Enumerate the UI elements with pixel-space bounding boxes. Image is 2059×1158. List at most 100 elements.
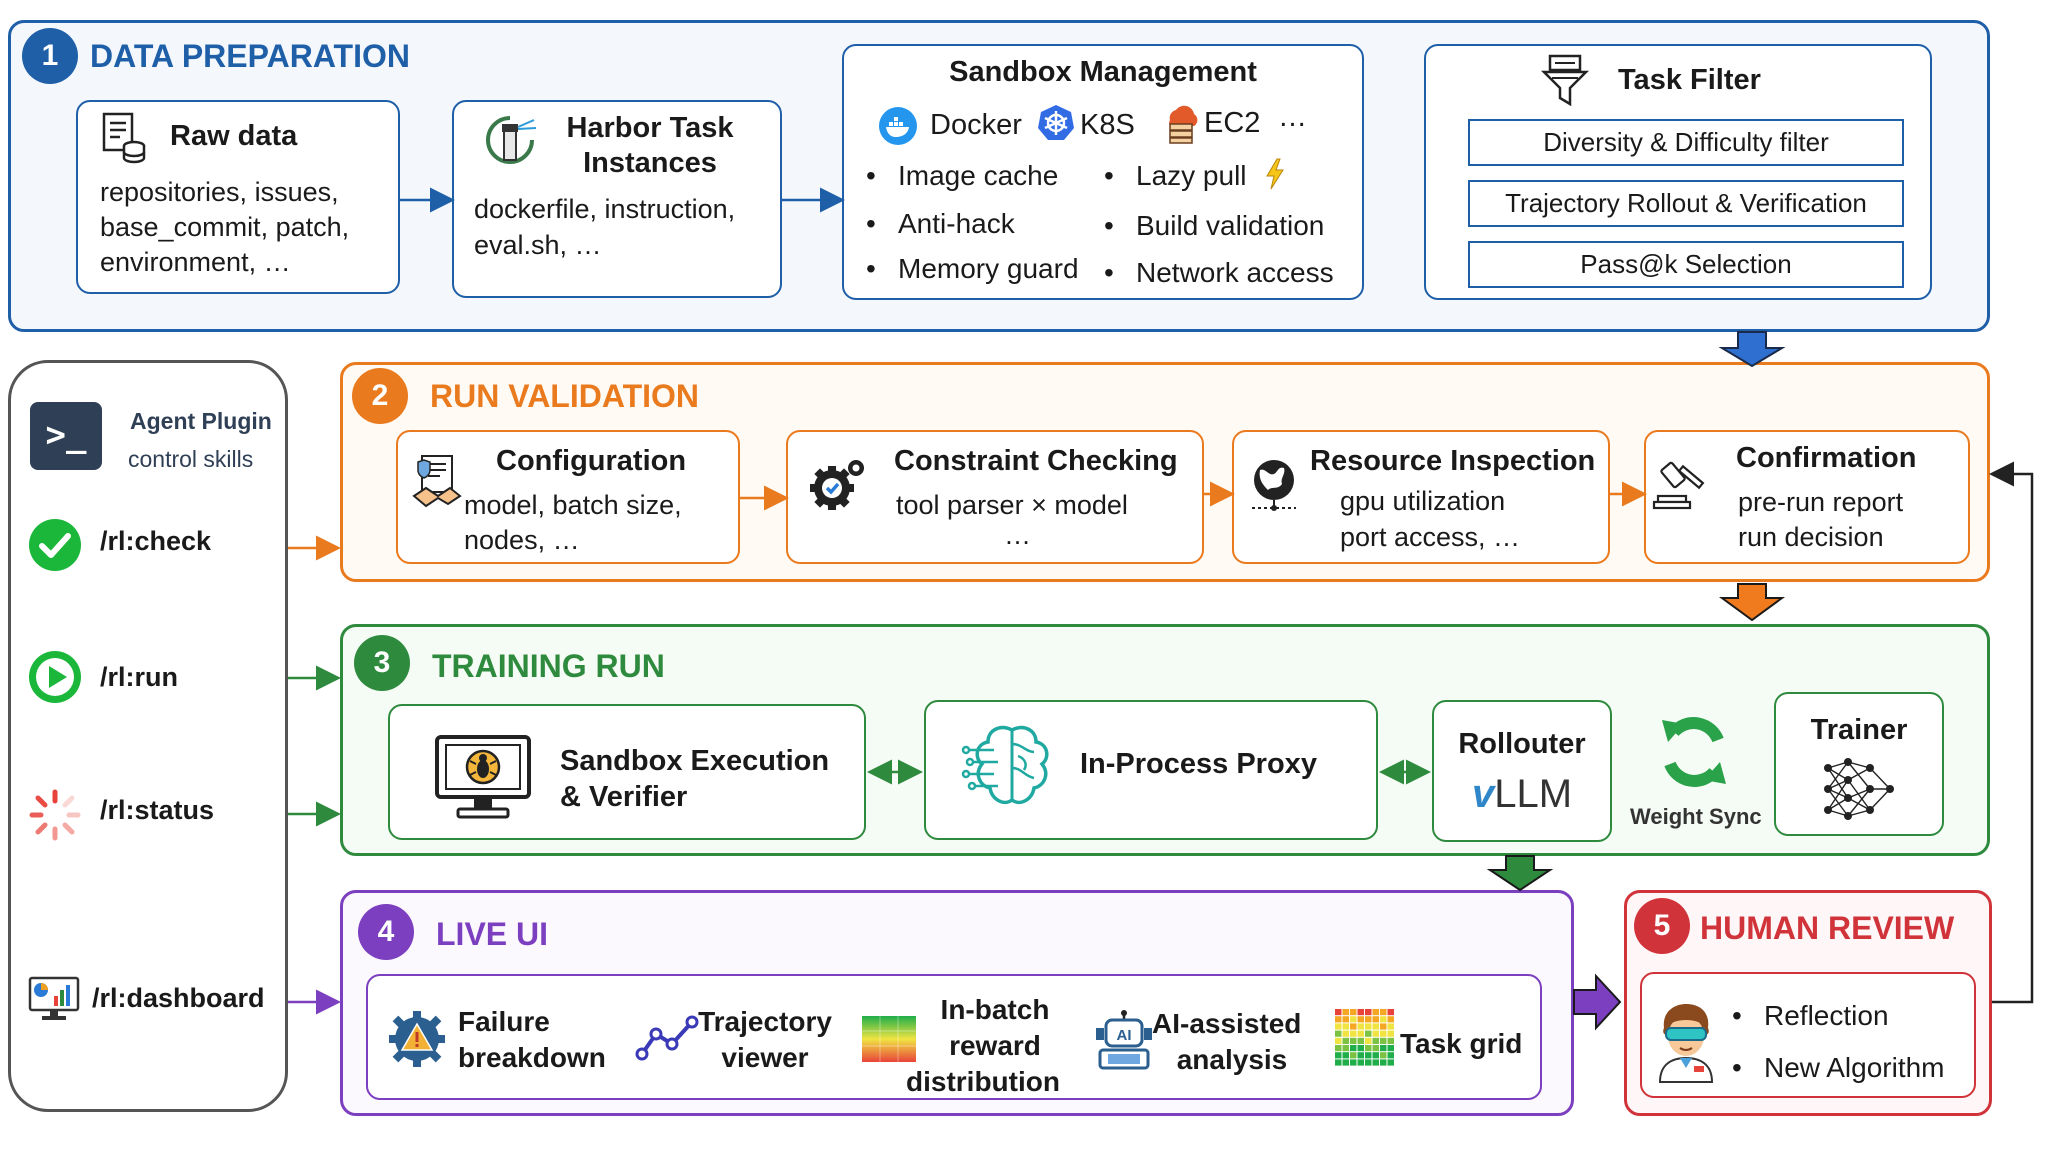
failure-breakdown-line2[interactable]: breakdown	[458, 1042, 606, 1073]
kubernetes-icon	[1038, 105, 1074, 140]
cloud-server-icon	[1169, 105, 1198, 144]
task-grid-cell	[1335, 1009, 1342, 1016]
plugin-title: Agent Plugin	[130, 408, 272, 434]
task-grid-cell	[1380, 1009, 1387, 1016]
gear-check-icon	[810, 460, 864, 510]
task-grid-cell	[1365, 1009, 1372, 1016]
loading-spinner-icon[interactable]	[28, 788, 82, 842]
task-grid-cell	[1372, 1059, 1379, 1066]
configuration-line: nodes, …	[464, 525, 580, 555]
constraint-title: Constraint Checking	[894, 445, 1178, 477]
task-grid-cell	[1380, 1059, 1387, 1066]
play-circle-icon[interactable]	[28, 650, 82, 704]
command-rl-dashboard[interactable]: /rl:dashboard	[92, 983, 265, 1013]
stage-number-badge: 3	[354, 635, 410, 691]
check-circle-icon[interactable]	[28, 518, 82, 572]
platform-more-label: …	[1278, 101, 1307, 133]
platform-docker-label: Docker	[930, 109, 1022, 141]
config-document-icon	[412, 455, 462, 508]
trainer-box	[1774, 692, 1944, 836]
task-grid-cell	[1357, 1037, 1364, 1044]
review-item: New Algorithm	[1732, 1052, 1944, 1084]
task-grid-cell	[1387, 1045, 1394, 1052]
ai-analysis-line1[interactable]: AI-assisted	[1152, 1008, 1302, 1039]
task-grid-cell	[1372, 1023, 1379, 1030]
raw-data-title: Raw data	[170, 120, 298, 152]
task-grid-cell	[1357, 1059, 1364, 1066]
task-grid-cell	[1357, 1030, 1364, 1037]
globe-network-icon	[1252, 460, 1296, 511]
task-grid-cell	[1380, 1052, 1387, 1059]
command-rl-check[interactable]: /rl:check	[100, 526, 212, 556]
gavel-icon	[1652, 461, 1705, 510]
resource-line: gpu utilization	[1340, 486, 1506, 516]
plugin-subtitle: control skills	[128, 446, 254, 472]
stage-number-badge: 1	[22, 28, 78, 84]
task-grid-cell	[1357, 1023, 1364, 1030]
raw-data-line: repositories, issues,	[100, 177, 339, 207]
command-rl-status[interactable]: /rl:status	[100, 795, 215, 825]
warning-gear-icon[interactable]	[388, 1010, 446, 1068]
task-grid-cell	[1387, 1037, 1394, 1044]
trajectory-line-icon[interactable]	[635, 1015, 699, 1062]
sync-cycle-icon	[1662, 717, 1726, 787]
task-grid-cell	[1357, 1052, 1364, 1059]
reward-heatmap-icon[interactable]	[860, 1014, 918, 1064]
in-process-proxy-label: In-Process Proxy	[1080, 748, 1317, 780]
configuration-line: model, batch size,	[464, 490, 682, 520]
docker-icon	[879, 107, 917, 145]
task-grid-cell	[1372, 1016, 1379, 1023]
raw-data-line: base_commit, patch,	[100, 212, 350, 242]
task-grid-label[interactable]: Task grid	[1400, 1028, 1523, 1059]
vllm-logo-text: LLM	[1494, 772, 1573, 816]
failure-breakdown-line1[interactable]: Failure	[458, 1006, 550, 1037]
trajectory-viewer-line2[interactable]: viewer	[721, 1042, 809, 1073]
task-grid-cell	[1380, 1045, 1387, 1052]
task-grid-cell	[1335, 1059, 1342, 1066]
task-grid-cell	[1387, 1023, 1394, 1030]
task-grid-cell	[1365, 1052, 1372, 1059]
harbor-line: dockerfile, instruction,	[474, 194, 736, 224]
task-grid-cell	[1380, 1030, 1387, 1037]
task-grid-cell	[1372, 1052, 1379, 1059]
review-item: Reflection	[1732, 1000, 1888, 1032]
monitor-bug-icon	[435, 735, 531, 819]
platform-k8s-label: K8S	[1080, 109, 1135, 141]
task-grid-icon[interactable]	[1334, 1008, 1396, 1068]
task-grid-cell	[1365, 1023, 1372, 1030]
command-rl-run[interactable]: /rl:run	[100, 662, 178, 692]
live-ui-widgets-box	[366, 974, 1542, 1100]
filter-step: Diversity & Difficulty filter	[1468, 119, 1904, 166]
stage-title: DATA PREPARATION	[90, 38, 410, 74]
sandbox-feature: Image cache	[866, 160, 1058, 192]
task-grid-cell	[1372, 1037, 1379, 1044]
task-grid-cell	[1357, 1045, 1364, 1052]
harbor-task-box	[452, 100, 782, 298]
reward-distribution-line1[interactable]: In-batch	[940, 994, 1050, 1025]
constraint-checking-box	[786, 430, 1204, 564]
stage-title: LIVE UI	[436, 916, 549, 952]
neural-network-icon	[1824, 758, 1894, 820]
sandbox-feature: Network access	[1104, 257, 1334, 289]
trainer-title: Trainer	[1810, 714, 1908, 746]
reward-distribution-line3[interactable]: distribution	[906, 1066, 1060, 1097]
stage-title: RUN VALIDATION	[430, 378, 700, 414]
task-grid-cell	[1380, 1037, 1387, 1044]
task-grid-cell	[1342, 1037, 1349, 1044]
task-grid-cell	[1342, 1059, 1349, 1066]
dashboard-monitor-icon[interactable]	[28, 976, 80, 1022]
confirmation-line: run decision	[1738, 522, 1884, 552]
trajectory-viewer-line1[interactable]: Trajectory	[698, 1006, 832, 1037]
task-grid-cell	[1350, 1009, 1357, 1016]
task-grid-cell	[1335, 1052, 1342, 1059]
task-grid-cell	[1335, 1016, 1342, 1023]
lighthouse-icon	[486, 116, 537, 164]
ai-robot-icon[interactable]: AI	[1094, 1010, 1154, 1072]
ai-analysis-line2[interactable]: analysis	[1176, 1044, 1288, 1075]
task-grid-cell	[1380, 1023, 1387, 1030]
reward-distribution-line2[interactable]: reward	[949, 1030, 1041, 1061]
funnel-filter-icon	[1540, 54, 1590, 107]
svg-text:AI: AI	[1117, 1027, 1132, 1044]
sandbox-exec-title-line1: Sandbox Execution	[560, 745, 830, 777]
task-grid-cell	[1387, 1009, 1394, 1016]
